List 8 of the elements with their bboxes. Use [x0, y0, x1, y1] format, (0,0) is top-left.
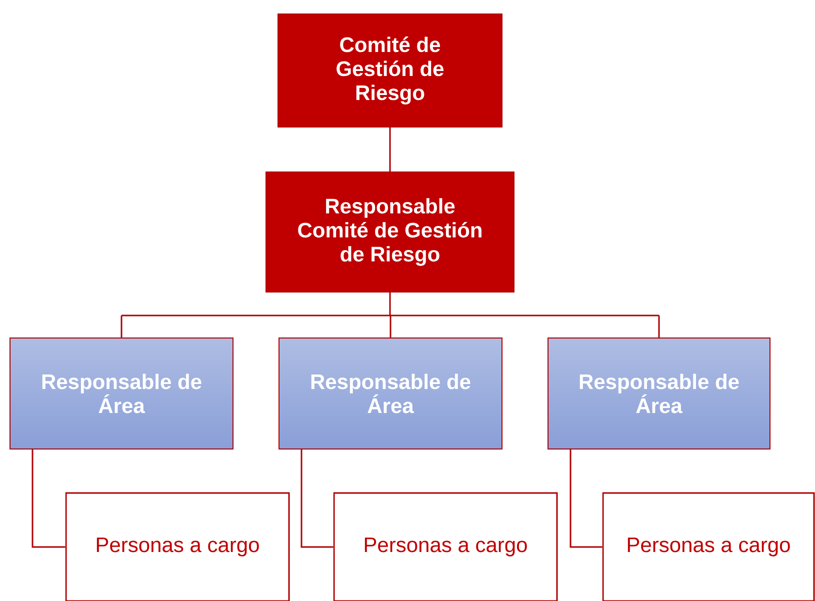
manager-box: Responsable Comité de Gestión de Riesgo: [266, 171, 514, 292]
area-box: Responsable de Área: [278, 337, 502, 450]
staff-box: Personas a cargo: [333, 492, 558, 601]
area-box: Responsable de Área: [548, 337, 770, 450]
committee-box: Comité de Gestión de Riesgo: [278, 13, 502, 128]
area-box: Responsable de Área: [10, 337, 234, 450]
staff-box: Personas a cargo: [65, 492, 290, 601]
staff-box: Personas a cargo: [602, 492, 815, 601]
